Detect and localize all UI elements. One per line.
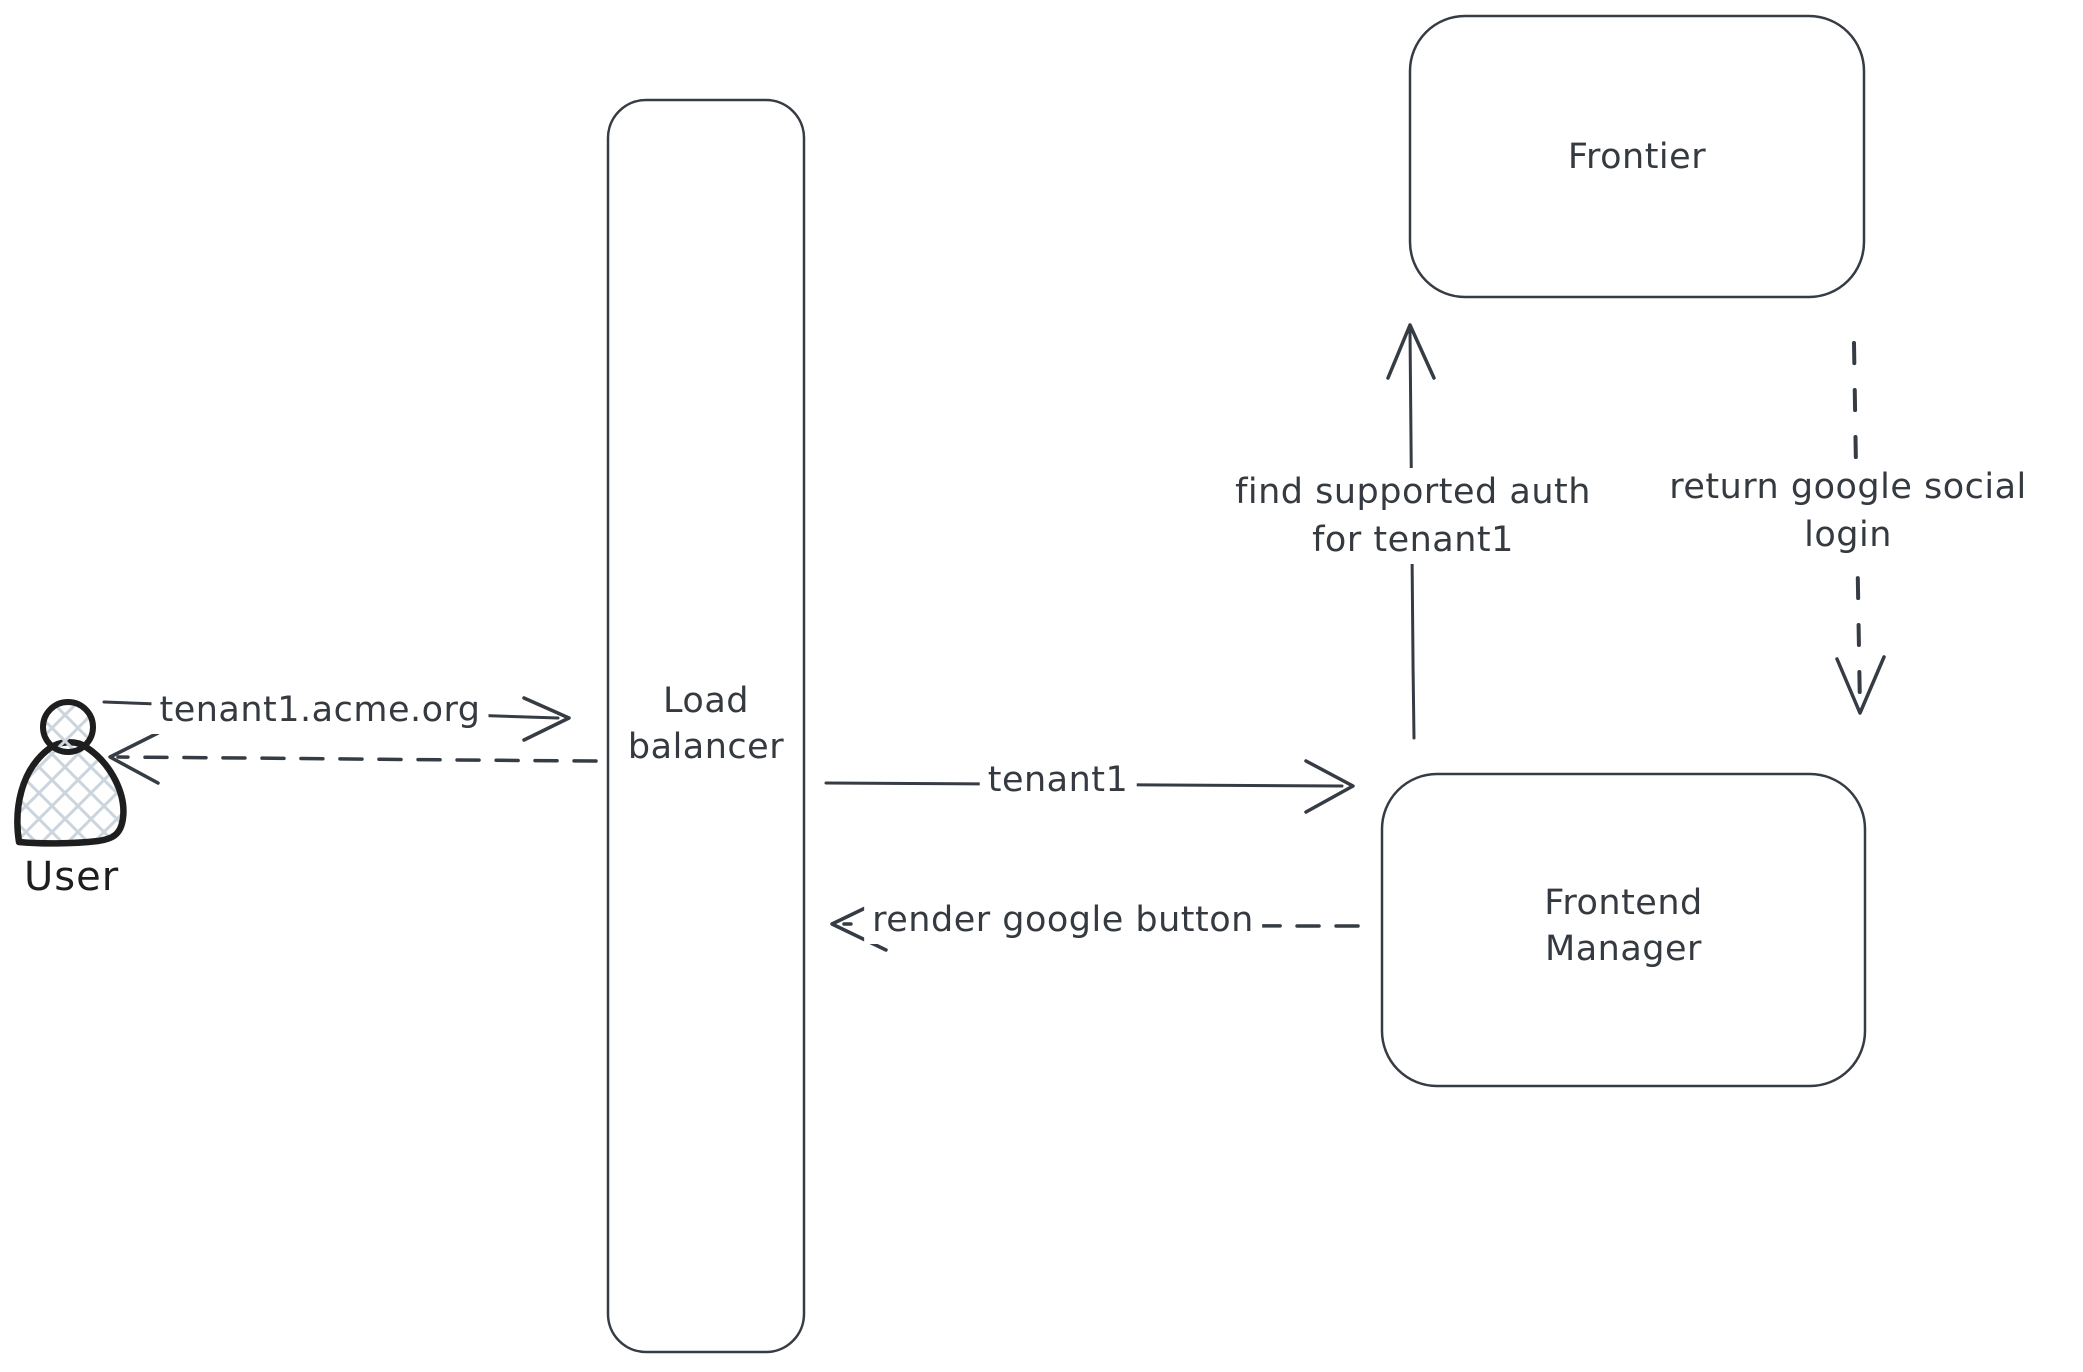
user-label: User <box>24 854 120 900</box>
load-balancer-box <box>606 98 806 1354</box>
arrowhead-up-icon <box>1386 323 1436 380</box>
frontier-label: Frontier <box>1567 137 1707 177</box>
arrowhead-right-icon <box>1304 759 1355 814</box>
message-find-auth-label: find supported auth for tenant1 <box>1227 468 1599 564</box>
message-find-auth-line1: find supported auth <box>1235 472 1591 512</box>
load-balancer-label: Load balancer <box>608 678 804 770</box>
message-return-login-line2: login <box>1804 515 1892 555</box>
message-return-login-line1: return google social <box>1669 467 2027 507</box>
message-find-auth-line2: for tenant1 <box>1312 520 1514 560</box>
arrowhead-down-icon <box>1835 655 1886 715</box>
message-return-login-label: return google social login <box>1661 463 2035 559</box>
load-balancer-label-line1: Load <box>663 681 749 721</box>
frontend-manager-label: Frontend Manager <box>1382 880 1865 972</box>
message-render-button-label: render google button <box>864 896 1262 944</box>
message-request-domain-label: tenant1.acme.org <box>151 686 489 734</box>
message-forward-tenant-label: tenant1 <box>979 756 1137 804</box>
frontend-manager-box <box>1380 772 1867 1088</box>
arrow-response-to-user <box>108 731 598 785</box>
user-head <box>40 699 96 755</box>
frontier-box <box>1408 14 1866 299</box>
user-body <box>14 739 127 847</box>
arrowhead-right-icon <box>522 696 571 742</box>
load-balancer-label-line2: balancer <box>627 727 785 767</box>
frontend-manager-label-line2: Manager <box>1545 929 1702 969</box>
frontend-manager-label-line1: Frontend <box>1544 883 1703 923</box>
user-icon <box>14 699 127 847</box>
arrowhead-left-icon <box>108 731 160 785</box>
